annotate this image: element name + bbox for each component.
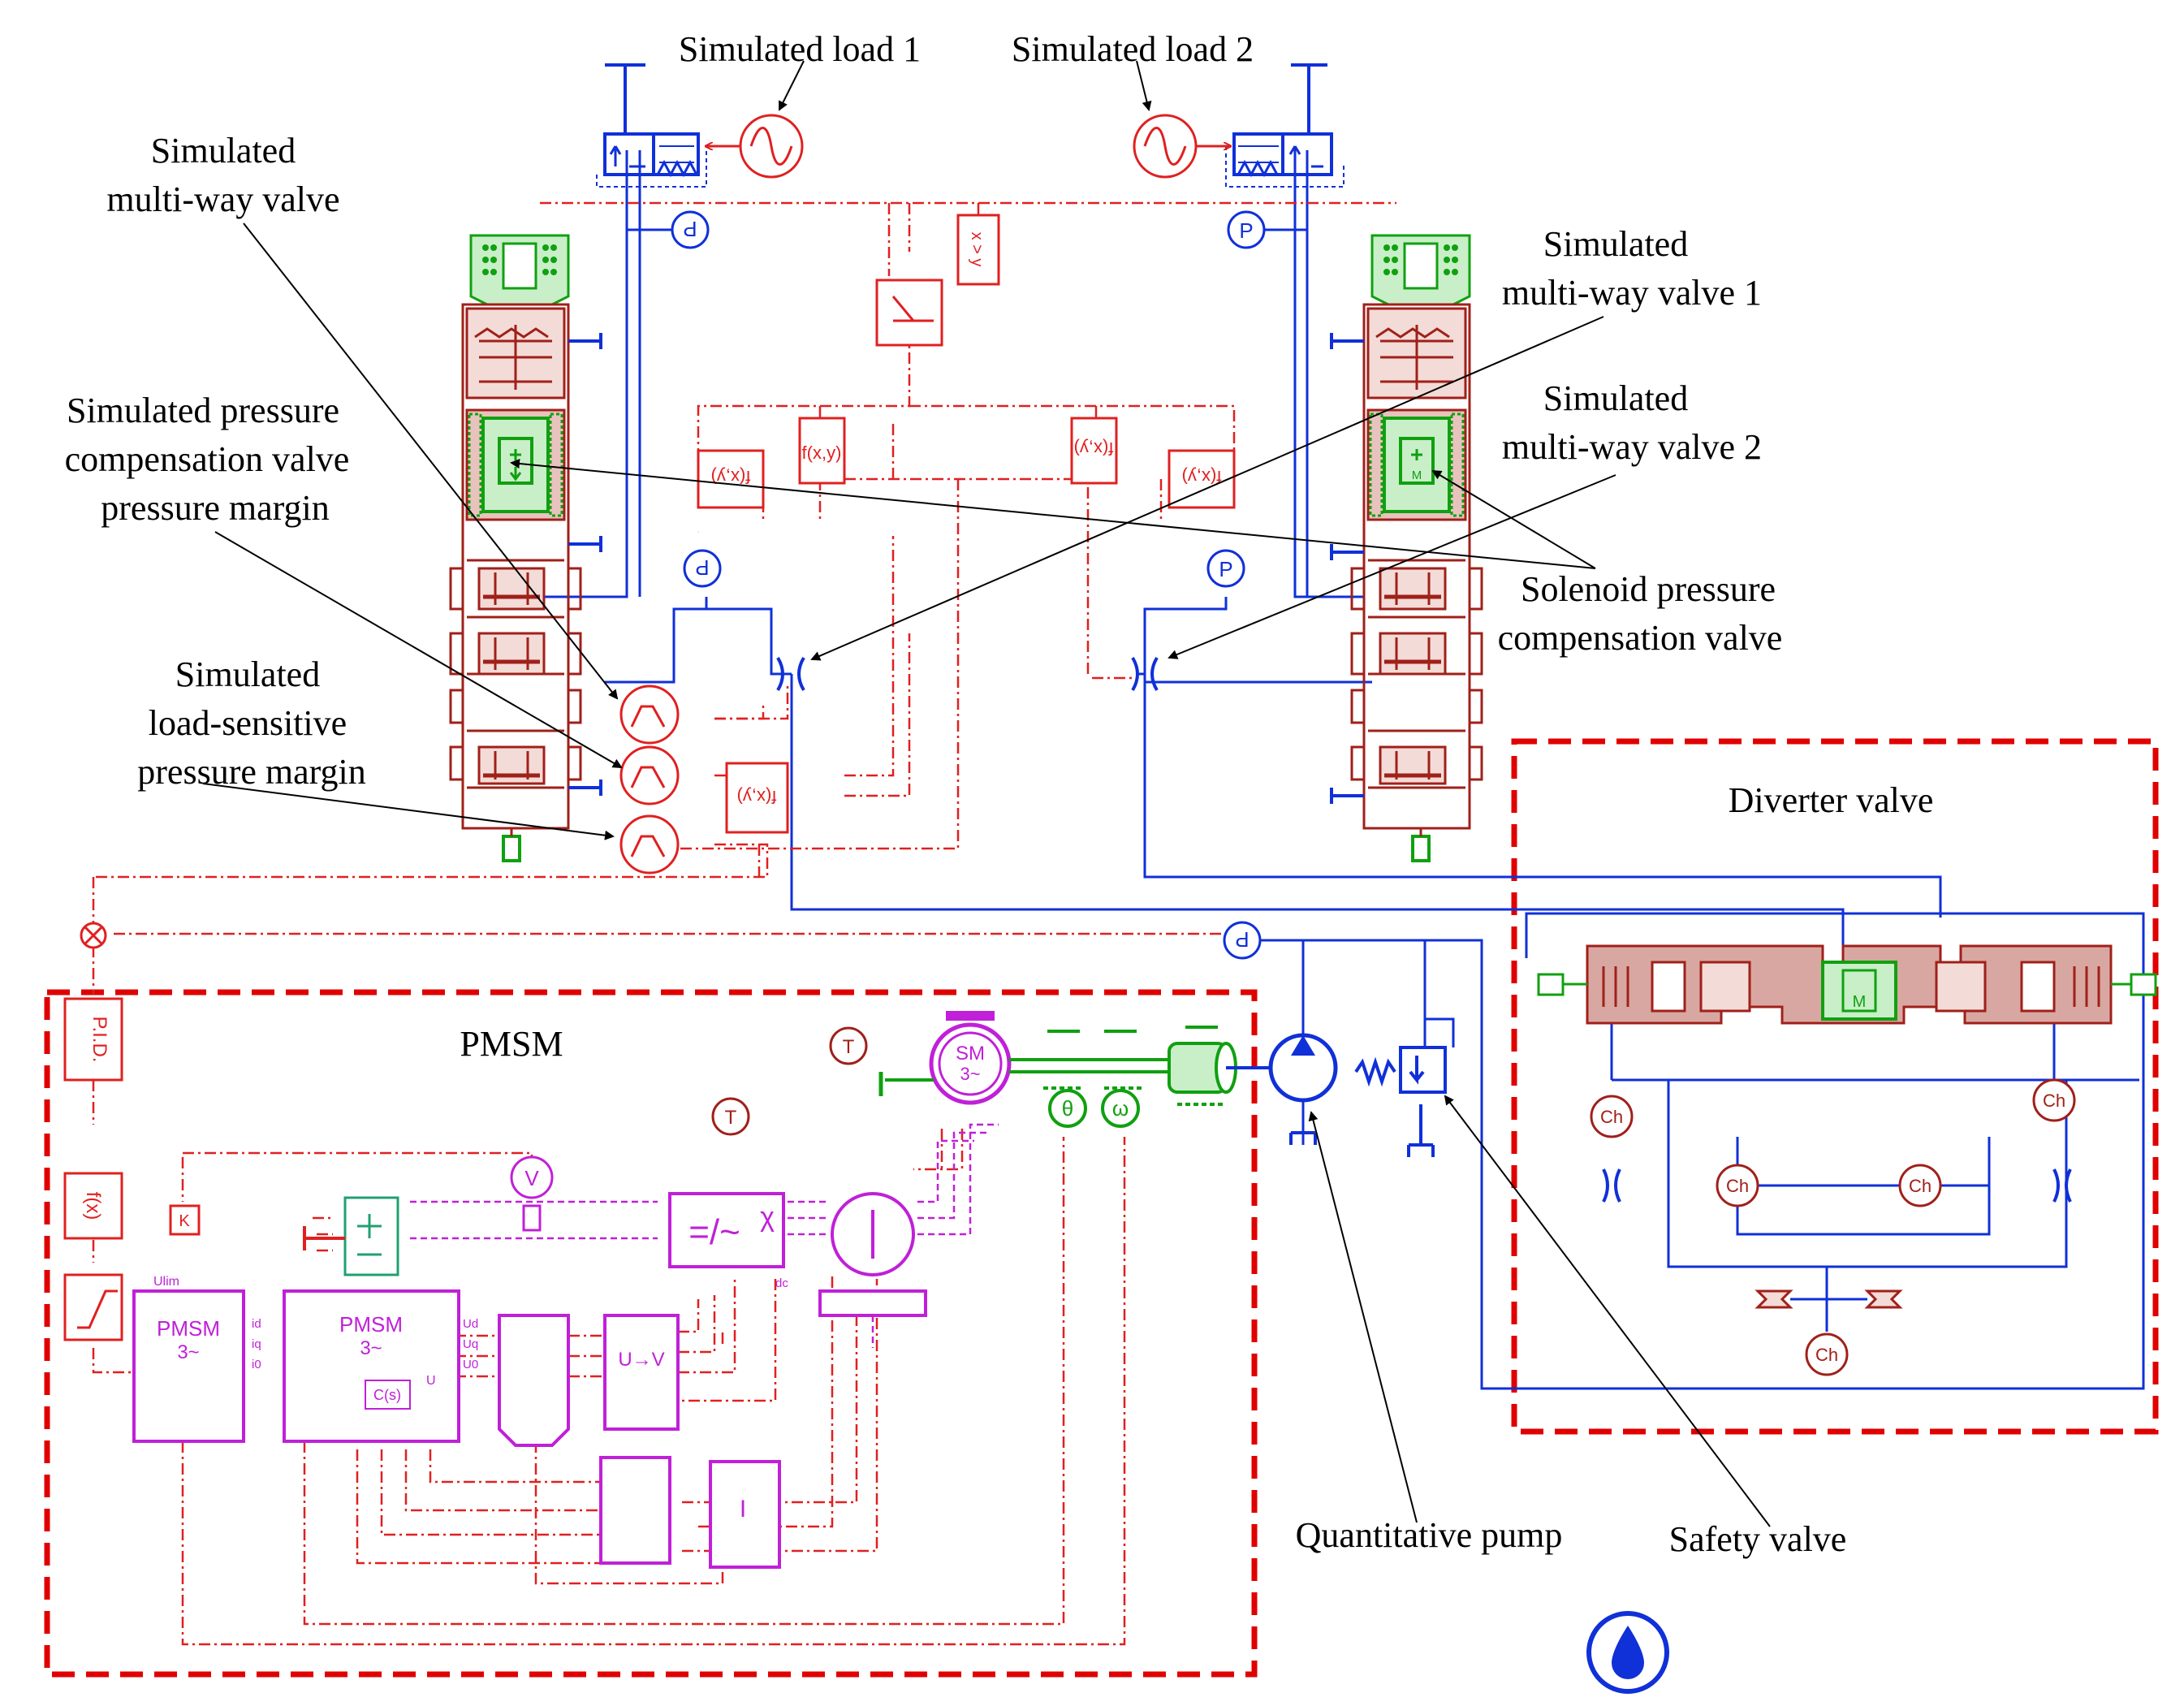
safety-valve-icon [1354, 1046, 1447, 1157]
label-multi-way-valve-2-line-2: multi-way valve 2 [1502, 427, 1762, 467]
sum-junction-icon [80, 922, 107, 949]
cs-block-label: C(s) [373, 1387, 401, 1403]
fxy-block-3: f(x,y) [1074, 438, 1114, 459]
sensor-p-label-4: P [1219, 557, 1232, 581]
pid-chain [63, 997, 201, 1341]
right-solenoid-m-label: M [1412, 469, 1422, 482]
label-multi-way-valve-line-1: Simulated [151, 131, 296, 171]
label-pressure-comp-line-3: pressure margin [101, 488, 329, 528]
fx-block-label: f(x) [82, 1192, 104, 1220]
chamber-label-5: Ch [1815, 1345, 1838, 1365]
diverter-orifice-icon [1602, 1168, 2072, 1203]
diverter-valve-body [1537, 944, 2157, 1025]
theta-sensor-label: θ [1062, 1096, 1073, 1121]
logic-blocks [697, 214, 1236, 834]
inverter-chi-label: χ [760, 1202, 775, 1233]
ulim-label: Ulim [153, 1275, 179, 1289]
ud-port-label: Ud [463, 1317, 478, 1331]
simulated-load-1-actuator [596, 63, 707, 188]
label-load-sensitive-line-2: load-sensitive [149, 703, 347, 743]
fxy-block-1: f(x,y) [802, 443, 842, 463]
u-port-label: U [426, 1374, 436, 1388]
i0-port-label: i0 [252, 1358, 261, 1371]
label-solenoid-comp-line-1: Solenoid pressure [1521, 569, 1776, 609]
diverter-valve-group-box [1511, 738, 2159, 1435]
gain-block-label: K [179, 1212, 190, 1230]
label-simulated-load-1: Simulated load 1 [679, 29, 921, 69]
cs-block [365, 1380, 411, 1410]
current-sensor-icon [818, 1192, 927, 1317]
label-pressure-comp-line-1: Simulated pressure [67, 391, 339, 430]
motor-sub-label: 3~ [960, 1064, 980, 1084]
sensor-p-label-5: P [1235, 927, 1249, 952]
dc-source-icon [303, 1196, 399, 1276]
diverter-solenoid-m-label: M [1853, 993, 1867, 1011]
sensor-p-label-3: P [695, 555, 709, 580]
uq-port-label: Uq [463, 1337, 478, 1351]
signal-lines [92, 201, 1396, 1646]
label-pressure-comp-line-2: compensation valve [65, 439, 350, 479]
chamber-icon [1590, 1078, 2076, 1376]
label-solenoid-comp-line-2: compensation valve [1498, 618, 1783, 658]
label-load-sensitive-line-3: pressure margin [137, 752, 365, 792]
iq-port-label: iq [252, 1337, 261, 1351]
load-2-signal-source-icon [1133, 114, 1230, 179]
chamber-label-3: Ch [1726, 1176, 1749, 1196]
dc-port-label: dc [775, 1276, 788, 1290]
power-wiring [410, 1123, 999, 1348]
water-drop-icon [1586, 1611, 1669, 1694]
left-multi-way-valve-stack [449, 234, 602, 862]
label-pmsm: PMSM [460, 1024, 563, 1064]
pmsm-ctrl-title: PMSM [157, 1316, 220, 1341]
label-quantitative-pump: Quantitative pump [1296, 1515, 1563, 1555]
fxy-block-4: f(x,y) [1182, 467, 1222, 487]
id-port-label: id [252, 1317, 261, 1331]
temp-sensor-label-2: T [843, 1036, 855, 1058]
annotation-pointers [202, 60, 1771, 1527]
chamber-label-2: Ch [2043, 1091, 2065, 1111]
voltage-sensor-label: V [524, 1166, 539, 1190]
right-multi-way-valve-stack: M [1330, 234, 1483, 862]
sensor-p-label-1: P [683, 217, 697, 241]
voltage-sensor-icon [510, 1155, 554, 1232]
uv-block-label: U→V [618, 1349, 664, 1371]
motor-label: SM [956, 1043, 985, 1065]
comparator-label: x > y [968, 232, 986, 267]
hydraulic-lines [497, 150, 2145, 1390]
label-load-sensitive-line-1: Simulated [175, 654, 320, 694]
omega-sensor-label: ω [1112, 1096, 1129, 1121]
orifice-icon [776, 656, 1159, 692]
temp-sensor-label-1: T [725, 1107, 737, 1129]
pump-icon [1226, 1033, 1338, 1145]
pmsm-controller-block [132, 1192, 785, 1569]
pmsm-group-box [44, 989, 1258, 1678]
current-block-label: I [740, 1496, 746, 1522]
motor-icon [878, 1011, 1012, 1105]
label-multi-way-valve-1-line-2: multi-way valve 1 [1502, 273, 1762, 313]
label-multi-way-valve-2-line-1: Simulated [1543, 378, 1688, 418]
load-1-signal-source-icon [706, 114, 804, 179]
pmsm-model-title: PMSM [339, 1312, 403, 1337]
chamber-label-4: Ch [1909, 1176, 1932, 1196]
label-simulated-load-2: Simulated load 2 [1012, 29, 1254, 69]
temperature-sensor-icon [711, 1026, 868, 1136]
label-multi-way-valve-1-line-1: Simulated [1543, 224, 1688, 264]
sensor-p-label-2: P [1239, 218, 1253, 243]
chamber-label-1: Ch [1600, 1107, 1623, 1127]
u0-port-label: U0 [463, 1358, 478, 1371]
label-multi-way-valve-line-2: multi-way valve [106, 179, 339, 219]
pid-block-label: P.I.D. [88, 1017, 110, 1063]
label-diverter-valve: Diverter valve [1729, 780, 1934, 820]
pmsm-ctrl-sub: 3~ [177, 1341, 199, 1363]
diverter-restrictors [1755, 1289, 1903, 1309]
simulated-load-2-actuator [1225, 63, 1344, 188]
pmsm-model-sub: 3~ [360, 1337, 382, 1359]
label-safety-valve: Safety valve [1669, 1519, 1847, 1559]
pressure-sensor-icon [671, 210, 1266, 960]
margin-signal-source-icon [619, 685, 680, 875]
inverter-label: =/~ [688, 1212, 740, 1252]
fxy-block-5: f(x,y) [737, 787, 777, 807]
